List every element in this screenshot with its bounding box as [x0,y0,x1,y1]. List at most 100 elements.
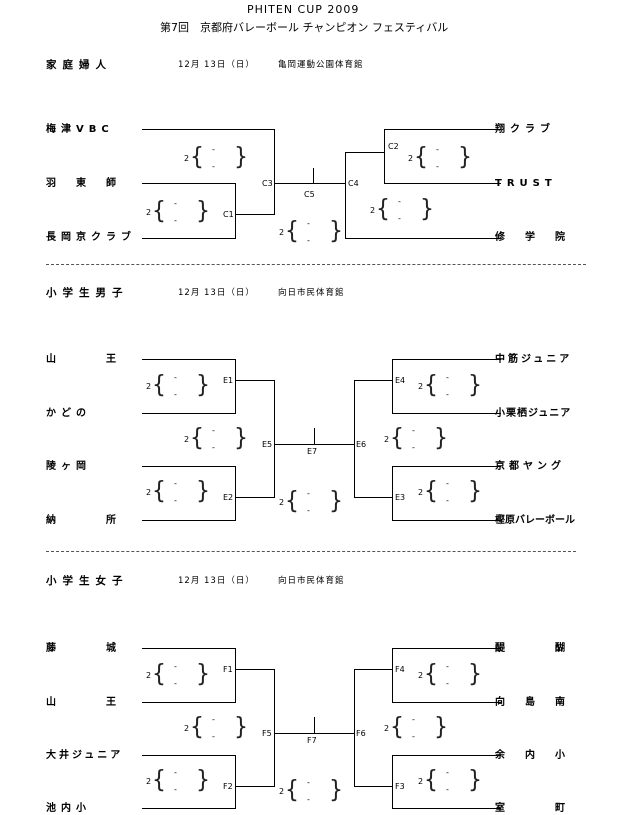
brace-open: { [152,766,166,795]
bracket-line [142,183,235,184]
score-set-count: 2 [279,787,285,796]
score-value: - [446,479,449,488]
section-venue: 向日市民体育館 [278,288,345,298]
score-value: - [212,426,215,435]
score-value: - [307,219,310,228]
brace-close: } [329,487,343,516]
score-value: - [212,715,215,724]
team-left-2: かどの [46,408,91,419]
bracket-line [354,669,392,670]
score-value: - [307,795,310,804]
section-date: 12月 13日（日） [178,576,255,586]
bracket-line [142,413,235,414]
brace-open: { [390,424,404,453]
bracket-line [392,520,501,521]
score-value: - [412,426,415,435]
score-value: - [412,715,415,724]
bracket-line [235,669,274,670]
brace-open: { [152,477,166,506]
bracket-line [274,733,355,734]
brace-open: { [190,143,204,172]
bracket-line [142,648,235,649]
bracket-line [392,648,501,649]
brace-close: } [234,143,248,172]
team-right-4: 樫原バレーボール [495,515,575,526]
match-label: F6 [356,729,366,738]
score-set-count: 2 [418,671,424,680]
score-set-count: 2 [370,206,376,215]
score-value: - [398,214,401,223]
match-label: E1 [223,376,234,385]
score-value: - [212,162,215,171]
score-box: 2 { - - } [184,713,248,744]
brace-open: { [190,713,204,742]
score-value: - [412,443,415,452]
bracket-line [142,359,235,360]
match-label: C4 [348,179,359,188]
bracket-line [384,183,501,184]
score-set-count: 2 [146,208,152,217]
score-value: - [212,145,215,154]
match-label: E2 [223,493,234,502]
section-divider [46,264,586,265]
bracket-line [345,152,384,153]
bracket-line [235,214,274,215]
bracket-line [345,152,346,239]
bracket-line [345,238,501,239]
score-value: - [174,216,177,225]
bracket-line [235,755,236,809]
team-right-4: 室 町 [495,803,570,814]
team-right-1: 翔クラブ [495,124,555,135]
team-left-1: 山 王 [46,354,121,365]
score-box: 2 { - - } [408,144,472,174]
brace-open: { [390,713,404,742]
brace-open: { [424,477,438,506]
brace-open: { [424,766,438,795]
bracket-line [235,380,274,381]
match-label: F4 [395,665,405,674]
bracket-line [392,466,393,521]
brace-close: } [234,713,248,742]
score-value: - [174,496,177,505]
brace-open: { [152,371,166,400]
bracket-line [354,380,355,498]
score-set-count: 2 [384,435,390,444]
team-right-3: 修 学 院 [495,232,570,243]
bracket-line [142,520,235,521]
match-label: C2 [388,142,399,151]
section-title: 家庭婦人 [46,59,112,71]
bracket-line [354,380,392,381]
bracket-line [384,129,385,184]
score-box: 2 { - - } [146,661,210,691]
score-value: - [446,496,449,505]
brace-close: } [329,776,343,805]
score-value: - [446,390,449,399]
score-value: - [446,373,449,382]
bracket-line [354,786,392,787]
section-date: 12月 13日（日） [178,288,255,298]
match-label: F1 [223,665,233,674]
brace-close: } [420,195,434,224]
team-right-1: 中筋ジュニア [495,354,573,365]
match-label: E7 [307,447,318,456]
match-label: F3 [395,782,405,791]
brace-open: { [285,776,299,805]
score-value: - [174,390,177,399]
brace-close: } [196,371,210,400]
match-label: C1 [223,210,234,219]
brace-close: } [458,143,472,172]
bracket-line [142,466,235,467]
brace-open: { [190,424,204,453]
score-set-count: 2 [279,228,285,237]
section-venue: 向日市民体育館 [278,576,345,586]
bracket-line [274,183,345,184]
score-box: 2 { - - } [370,196,434,226]
bracket-line [392,359,501,360]
bracket-line [384,129,501,130]
team-right-2: 小栗栖ジュニア [495,408,572,419]
team-left-3: 陵ヶ岡 [46,461,91,472]
score-set-count: 2 [184,154,190,163]
bracket-line [142,808,235,809]
score-value: - [174,679,177,688]
bracket-line [235,497,274,498]
